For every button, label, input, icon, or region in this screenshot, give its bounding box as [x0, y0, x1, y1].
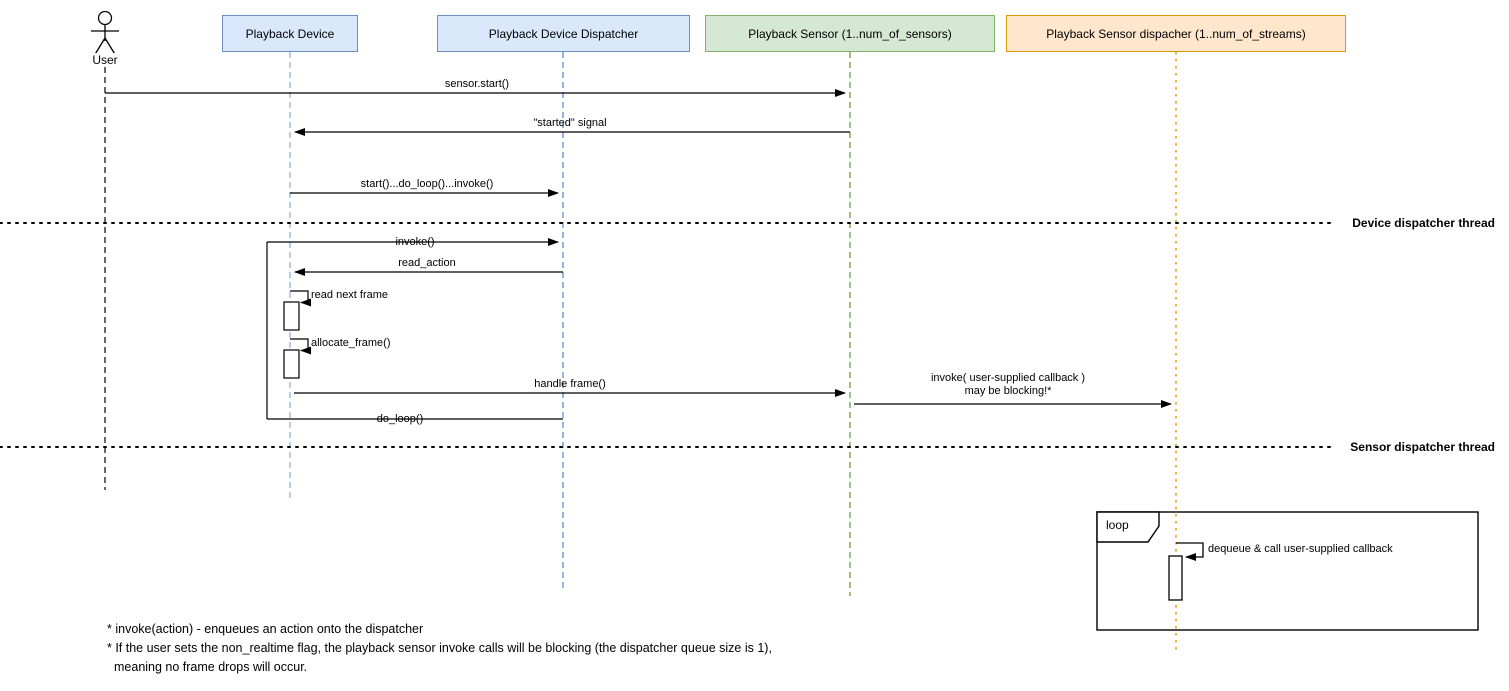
participant-playback-device: Playback Device [222, 15, 358, 52]
msg-allocate-frame-label: allocate_frame() [311, 337, 391, 349]
footnote-no-frame-drops: meaning no frame drops will occur. [114, 660, 308, 674]
msg-invoke-label: invoke() [395, 236, 435, 248]
participant-playback-sensor-dispatcher-label: Playback Sensor dispacher (1..num_of_str… [1046, 26, 1306, 41]
footnote-non-realtime: * If the user sets the non_realtime flag… [107, 641, 772, 655]
msg-start-do-loop-invoke-label: start()...do_loop()...invoke() [360, 178, 494, 190]
msg-read-next-frame-label: read next frame [311, 289, 389, 301]
msg-dequeue-callback-label: dequeue & call user-supplied callback [1208, 543, 1393, 555]
user-actor-icon [91, 10, 119, 57]
footnotes: * invoke(action) - enqueues an action on… [107, 620, 772, 677]
loop-frame-label-pentagon [1096, 511, 1160, 543]
participant-user-label: User [84, 53, 126, 67]
msg-invoke-callback-label-line2: may be blocking!* [964, 385, 1052, 397]
device-dispatcher-thread-label: Device dispatcher thread [1352, 216, 1495, 230]
participant-playback-device-dispatcher-label: Playback Device Dispatcher [488, 26, 639, 41]
activation-allocate-frame [283, 349, 300, 379]
participant-playback-sensor-label: Playback Sensor (1..num_of_sensors) [748, 26, 952, 41]
participant-playback-sensor: Playback Sensor (1..num_of_sensors) [705, 15, 995, 52]
activation-dequeue [1168, 555, 1183, 601]
participant-playback-device-dispatcher: Playback Device Dispatcher [437, 15, 690, 52]
loop-frame [1096, 511, 1479, 631]
msg-started-signal-label: "started" signal [533, 117, 607, 129]
loop-frame-label: loop [1106, 518, 1129, 532]
self-call-dequeue-arrow [1176, 542, 1204, 561]
msg-read-action-label: read_action [398, 257, 456, 269]
msg-handle-frame-label: handle frame() [534, 378, 606, 390]
self-call-allocate-frame-arrow [290, 338, 311, 355]
msg-sensor-start-label: sensor.start() [444, 78, 510, 90]
participant-playback-device-label: Playback Device [245, 26, 335, 41]
footnote-invoke-action: * invoke(action) - enqueues an action on… [107, 622, 424, 636]
activation-read-next-frame [283, 301, 300, 331]
participant-playback-sensor-dispatcher: Playback Sensor dispacher (1..num_of_str… [1006, 15, 1346, 52]
sensor-dispatcher-thread-label: Sensor dispatcher thread [1350, 440, 1495, 454]
msg-invoke-callback-label-line1: invoke( user-supplied callback ) [930, 372, 1086, 384]
self-call-read-next-frame-arrow [290, 290, 311, 307]
msg-do-loop-label: do_loop() [376, 413, 424, 425]
